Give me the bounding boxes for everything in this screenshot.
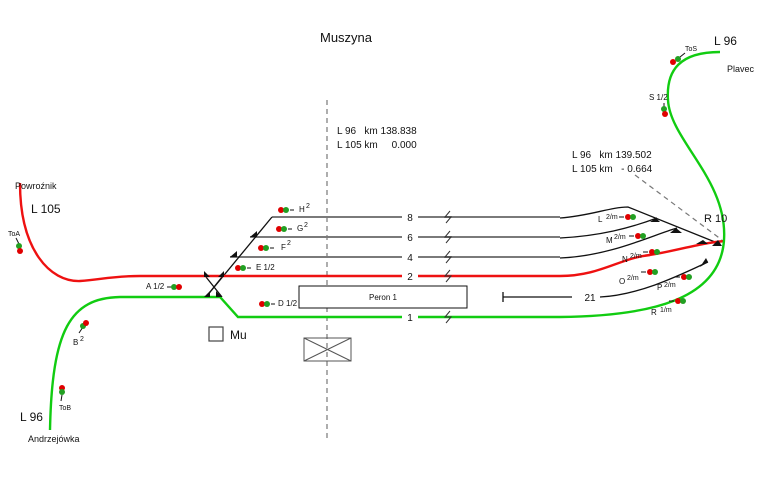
svg-text:ToS: ToS: [685, 46, 697, 53]
svg-text:2/m: 2/m: [630, 253, 642, 260]
km-left-line1: L 96 km 138.838: [337, 126, 417, 137]
track-4-east-connection: [559, 227, 678, 259]
track-label-21: 21: [584, 293, 596, 304]
svg-text:S 1/2: S 1/2: [649, 93, 668, 102]
track-21-connection: [599, 261, 709, 298]
svg-text:ToA: ToA: [8, 231, 20, 238]
platform-label: Peron 1: [369, 293, 398, 302]
signal-e-label: E 1/2: [256, 263, 275, 272]
signal-g-lamps: [275, 225, 293, 233]
line-96-east-label: L 96: [714, 34, 737, 48]
track-6-east-connection: [559, 217, 658, 239]
signal-g-sup: 2: [304, 222, 308, 229]
track-1-line-96[interactable]: [48, 50, 726, 431]
switch-r10-label: R 10: [704, 213, 727, 225]
station-building-icon: [303, 337, 352, 362]
signal-tos: ToS: [670, 46, 697, 65]
svg-text:A 1/2: A 1/2: [146, 282, 165, 291]
km-right-line1: L 96 km 139.502: [572, 150, 652, 161]
insulated-joint-marks: [443, 210, 453, 324]
svg-text:2: 2: [80, 336, 84, 343]
signal-d-label: D 1/2: [278, 299, 298, 308]
svg-text:2/m: 2/m: [627, 275, 639, 282]
svg-text:R: R: [651, 308, 657, 317]
signal-e-lamps: [234, 264, 252, 272]
signal-s: S 1/2: [649, 93, 668, 117]
svg-text:ToB: ToB: [59, 405, 71, 412]
svg-text:2/m: 2/m: [606, 214, 618, 221]
signal-toa: ToA: [8, 231, 23, 254]
track-label-1: 1: [407, 313, 413, 324]
track-label-2: 2: [407, 272, 413, 283]
signal-g-label: G: [297, 224, 303, 233]
km-left-line2: L 105 km 0.000: [337, 140, 417, 151]
signal-d-lamps: [258, 300, 276, 308]
km-pointer-line: [634, 174, 723, 241]
signal-h-label: H: [299, 205, 305, 214]
svg-text:M: M: [606, 236, 613, 245]
track-label-6: 6: [407, 233, 413, 244]
svg-text:B: B: [73, 338, 78, 347]
signal-h-sup: 2: [306, 203, 310, 210]
station-powroznik: Powroźnik: [15, 181, 57, 191]
svg-text:P: P: [657, 283, 662, 292]
track-label-4: 4: [407, 253, 413, 264]
signal-f-lamps: [257, 244, 275, 252]
svg-text:N: N: [622, 255, 628, 264]
station-plavec: Plavec: [727, 64, 755, 74]
track-label-8: 8: [407, 213, 413, 224]
signal-f-label: F: [281, 243, 286, 252]
signal-box-label: Mu: [230, 328, 247, 342]
svg-text:O: O: [619, 277, 625, 286]
switch-markers: [204, 218, 722, 297]
signal-tob: ToB: [59, 385, 71, 412]
km-right-line2: L 105 km - 0.664: [572, 164, 653, 175]
signal-f-sup: 2: [287, 240, 291, 247]
svg-text:2/m: 2/m: [664, 282, 676, 289]
line-105-label: L 105: [31, 202, 61, 216]
station-title: Muszyna: [320, 30, 373, 45]
svg-text:1/m: 1/m: [660, 307, 672, 314]
track-21-buffer: [502, 292, 572, 302]
track-8-east-connection: [559, 206, 721, 245]
signal-box-icon: [208, 326, 224, 342]
svg-text:L: L: [598, 215, 603, 224]
platform-1[interactable]: [298, 285, 468, 309]
signal-h-lamps: [277, 206, 295, 214]
line-96-west-label: L 96: [20, 410, 43, 424]
signal-a: A 1/2: [146, 282, 182, 291]
track-2-line-105[interactable]: [18, 182, 726, 283]
svg-text:2/m: 2/m: [614, 234, 626, 241]
station-andrzejowka: Andrzejówka: [28, 434, 80, 444]
